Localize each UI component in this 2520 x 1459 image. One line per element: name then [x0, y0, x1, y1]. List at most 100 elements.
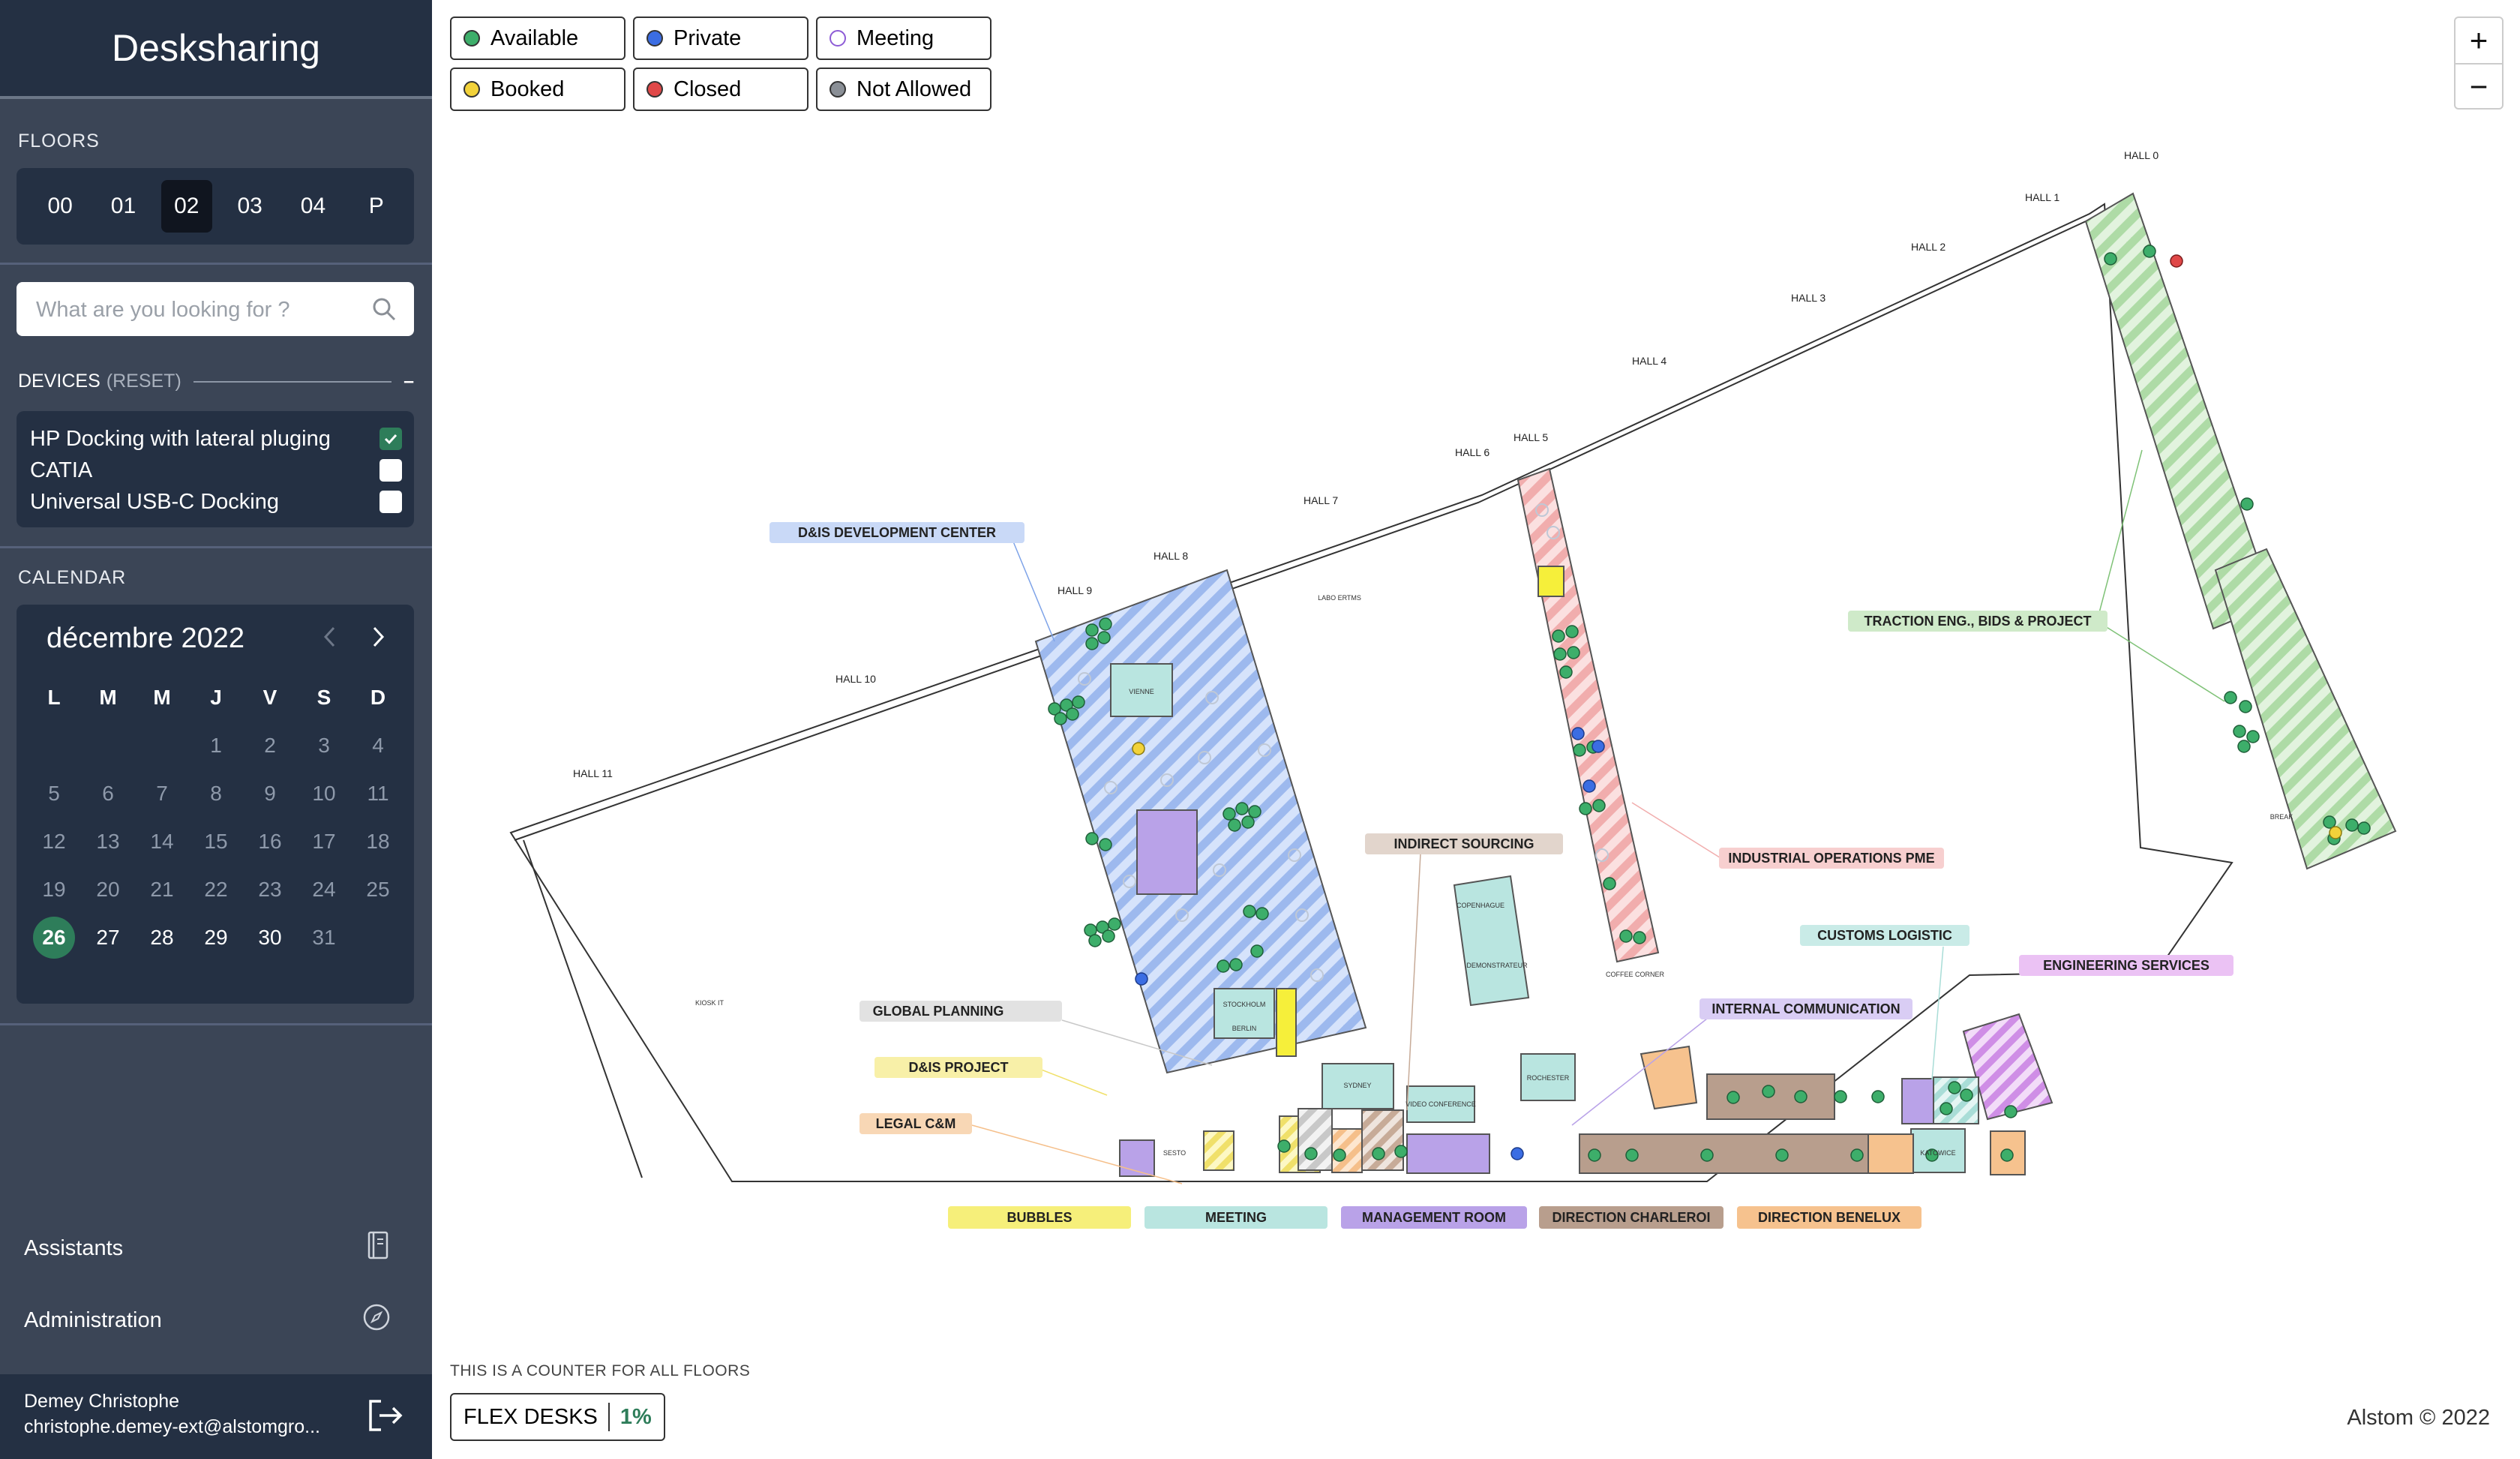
calendar-day[interactable]: 30 [258, 926, 282, 949]
zone-management-rooms[interactable] [1119, 809, 1934, 1177]
available-desks [1048, 245, 2371, 1162]
calendar-day[interactable]: 27 [96, 926, 120, 949]
room-labels: VIENNE STOCKHOLM BERLIN SYDNEY COPENHAGU… [695, 594, 2293, 1157]
hall-labels: HALL 0 HALL 1 HALL 2 HALL 3 HALL 4 HALL … [573, 149, 2158, 779]
closed-desks [2170, 254, 2183, 268]
search-input[interactable] [34, 296, 352, 324]
search-icon[interactable] [370, 296, 398, 326]
legend-available[interactable]: Available [450, 17, 626, 60]
hall-label: HALL 1 [2025, 191, 2060, 203]
devices-reset-link[interactable]: (RESET) [106, 371, 182, 392]
legend-label: Private [674, 26, 742, 50]
calendar-day: 14 [150, 830, 174, 853]
device-checkbox[interactable] [380, 459, 402, 482]
room-label: SESTO [1163, 1149, 1186, 1157]
legend-bubbles: BUBBLES [1006, 1210, 1072, 1225]
calendar-day: 25 [366, 878, 390, 901]
booked-desks [1132, 742, 2342, 839]
hall-label: HALL 0 [2124, 149, 2158, 161]
legend-private[interactable]: Private [633, 17, 808, 60]
nav-administration[interactable]: Administration [24, 1302, 392, 1338]
calendar-day[interactable]: 28 [150, 926, 174, 949]
device-checkbox-checked[interactable] [380, 428, 402, 450]
floor-button-02[interactable]: 02 [160, 180, 212, 233]
floor-button-p[interactable]: P [368, 194, 384, 218]
zone-label: INDIRECT SOURCING [1394, 836, 1534, 851]
calendar-day[interactable]: 29 [204, 926, 228, 949]
legend-meeting[interactable]: Meeting [816, 17, 992, 60]
desk-markers[interactable] [1048, 245, 2371, 1162]
hall-label: HALL 5 [1514, 431, 1548, 443]
zone-hatched-misc [1298, 1076, 1979, 1173]
zone-labels[interactable]: D&IS DEVELOPMENT CENTER TRACTION ENG., B… [770, 449, 2234, 1184]
calendar-empty-cell [27, 722, 81, 770]
calendar-day: 12 [42, 830, 66, 853]
calendar-day: 13 [96, 830, 120, 853]
floor-button-00[interactable]: 00 [47, 194, 73, 218]
private-dot-icon [646, 30, 663, 47]
building-outline [509, 203, 2234, 1182]
zone-label: TRACTION ENG., BIDS & PROJECT [1864, 614, 2091, 629]
legend-not-allowed[interactable]: Not Allowed [816, 68, 992, 111]
zone-engineering-services[interactable] [1962, 1013, 2054, 1121]
logout-icon[interactable] [364, 1395, 405, 1439]
counter-value: 1% [620, 1404, 652, 1429]
devices-collapse-button[interactable]: – [404, 371, 414, 392]
room-label: LABO ERTMS [1318, 594, 1361, 602]
legend-label: Not Allowed [856, 77, 972, 101]
private-desks [1135, 727, 1605, 1160]
zoom-in-button[interactable]: + [2456, 18, 2502, 65]
available-dot-icon [464, 30, 480, 47]
weekday-label: S [316, 686, 332, 709]
floor-button-01[interactable]: 01 [110, 194, 136, 218]
nav-assistants[interactable]: Assistants [24, 1230, 392, 1266]
legend-direction-charleroi: DIRECTION CHARLEROI [1552, 1210, 1711, 1225]
device-item[interactable]: Universal USB-C Docking [30, 486, 402, 518]
device-checkbox[interactable] [380, 491, 402, 513]
zone-label: INTERNAL COMMUNICATION [1712, 1001, 1900, 1016]
divider [193, 380, 392, 383]
legend-label: Available [490, 26, 579, 50]
zone-label: D&IS DEVELOPMENT CENTER [798, 525, 996, 540]
weekday-label: D [370, 686, 386, 709]
calendar-label: CALENDAR [18, 567, 127, 588]
user-panel: Demey Christophe christophe.demey-ext@al… [0, 1374, 432, 1459]
calendar-day: 2 [264, 734, 276, 757]
zone-traction-eng[interactable] [2084, 192, 2397, 870]
chevron-left-icon[interactable] [320, 624, 340, 653]
floor-button-04[interactable]: 04 [300, 194, 326, 218]
room-label: DEMONSTRATEUR [1466, 962, 1528, 969]
user-name: Demey Christophe [24, 1391, 180, 1412]
calendar-day: 11 [367, 782, 389, 805]
zoom-out-button[interactable]: − [2469, 69, 2488, 104]
hall-label: HALL 7 [1304, 494, 1338, 506]
calendar-day: 31 [312, 926, 336, 949]
zone-industrial-operations[interactable] [1516, 467, 1660, 963]
device-item[interactable]: CATIA [30, 455, 402, 486]
room-label: STOCKHOLM [1223, 1001, 1266, 1008]
zone-dis-development[interactable] [1034, 569, 1367, 1074]
device-label: HP Docking with lateral pluging [30, 426, 331, 451]
calendar-day-today[interactable]: 26 [27, 914, 81, 962]
devices-list: HP Docking with lateral pluging CATIA Un… [16, 411, 414, 527]
device-label: Universal USB-C Docking [30, 489, 279, 514]
hall-label: HALL 6 [1455, 446, 1490, 458]
legend-booked[interactable]: Booked [450, 68, 626, 111]
device-label: CATIA [30, 458, 93, 482]
floor-plan-map[interactable]: HALL 0 HALL 1 HALL 2 HALL 3 HALL 4 HALL … [432, 0, 2520, 1335]
calendar-day: 23 [258, 878, 282, 901]
weekday-label: L [47, 686, 61, 709]
chevron-right-icon[interactable] [368, 624, 388, 653]
legend-label: Booked [490, 77, 565, 101]
divider [0, 263, 432, 265]
calendar-day: 18 [366, 830, 390, 853]
zone-label: INDUSTRIAL OPERATIONS PME [1728, 851, 1934, 866]
legend-closed[interactable]: Closed [633, 68, 808, 111]
legend-direction-benelux: DIRECTION BENELUX [1758, 1210, 1900, 1225]
zone-meeting-rooms[interactable] [1110, 663, 1966, 1173]
device-item[interactable]: HP Docking with lateral pluging [30, 423, 402, 455]
floor-button-03[interactable]: 03 [237, 194, 262, 218]
nav-assistants-label: Assistants [24, 1235, 124, 1260]
